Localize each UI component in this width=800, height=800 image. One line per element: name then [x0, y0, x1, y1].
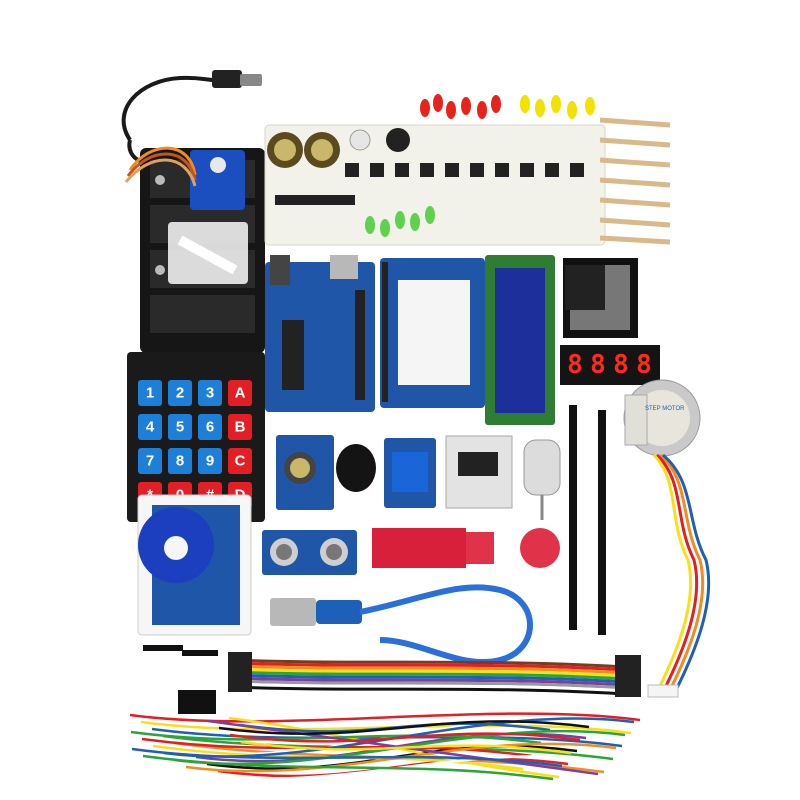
keypad-key-label: 4 [146, 419, 155, 436]
push-buttons [345, 163, 584, 177]
stepper-motor-label: STEP MOTOR [645, 406, 685, 412]
joystick-cap [336, 444, 376, 492]
yellow-leds [520, 95, 595, 119]
keypad-key-label: B [235, 419, 246, 436]
ribbon-wire [234, 658, 641, 670]
ribbon-wire [234, 685, 641, 697]
prototype-shield [380, 258, 485, 408]
ribbon-wire [234, 667, 641, 679]
water-level-sensor [372, 528, 494, 568]
jumper-wire [142, 754, 554, 781]
pin-header [569, 405, 606, 635]
four-digit-display: 8 8 8 8 [560, 345, 660, 385]
resistors [599, 117, 671, 245]
keypad-key [168, 380, 192, 406]
keypad-key-label: 3 [206, 385, 214, 402]
stepper-driver-board [445, 435, 513, 509]
servo-motor [124, 146, 248, 284]
keypad-key [228, 380, 252, 406]
ribbon-wire [234, 661, 641, 673]
keypad-key [198, 380, 222, 406]
ic-chip [275, 195, 355, 205]
ribbon-wire [234, 673, 641, 685]
relay-module [384, 438, 436, 508]
red-leds [420, 94, 501, 119]
jumper-wire [240, 740, 572, 755]
keypad-key [228, 414, 252, 440]
dc-barrel-plug [121, 70, 262, 165]
keypad-key [168, 448, 192, 474]
jumper-wire [218, 720, 590, 735]
stepper-motor: STEP MOTOR [623, 379, 711, 698]
keypad-key-label: 7 [146, 453, 154, 470]
keypad-key-label: A [235, 385, 246, 402]
ribbon-connector [615, 655, 641, 697]
keypad-key [228, 448, 252, 474]
keypad-key [198, 414, 222, 440]
jumper-wires [129, 712, 641, 781]
keypad-key-label: 9 [206, 453, 214, 470]
rfid-keyfob [138, 507, 214, 583]
ribbon-wire [234, 676, 641, 688]
keypad-key-label: 1 [146, 385, 154, 402]
digit-2: 8 [590, 350, 606, 380]
ribbon-wire [234, 682, 641, 694]
jumper-wire [131, 747, 563, 768]
ribbon-wire [234, 670, 641, 682]
seven-segment-display [565, 265, 605, 310]
keypad-key-label: 5 [176, 419, 184, 436]
dupont-ribbon-cable [228, 652, 641, 697]
keypad-key-label: C [235, 453, 246, 470]
jumper-wire [129, 712, 641, 723]
potentiometer [267, 132, 340, 168]
digit-1: 8 [567, 350, 583, 380]
buzzer [349, 128, 410, 152]
ribbon-wire [234, 664, 641, 676]
ribbon-wire [234, 679, 641, 691]
sound-sensor [520, 528, 560, 568]
arduino-uno [265, 255, 375, 412]
keypad-key [168, 414, 192, 440]
jumper-wire [229, 732, 581, 743]
green-leds [365, 206, 435, 237]
keypad-key [138, 448, 162, 474]
keypad-key-label: 8 [176, 453, 184, 470]
digit-3: 8 [613, 350, 629, 380]
keypad-key-label: 6 [206, 419, 214, 436]
keypad-key [138, 414, 162, 440]
lcd-1602 [485, 255, 555, 425]
digit-4: 8 [636, 350, 652, 380]
breadboard-top [264, 124, 606, 246]
ribbon-connector [228, 652, 252, 692]
keypad-key [198, 448, 222, 474]
small-headers [143, 645, 218, 714]
keypad-key-label: 2 [176, 385, 184, 402]
joystick-module [276, 435, 334, 510]
ultrasonic-sensor [262, 530, 357, 575]
dc-motor [523, 439, 561, 520]
keypad-key [138, 380, 162, 406]
usb-cable [270, 584, 533, 665]
